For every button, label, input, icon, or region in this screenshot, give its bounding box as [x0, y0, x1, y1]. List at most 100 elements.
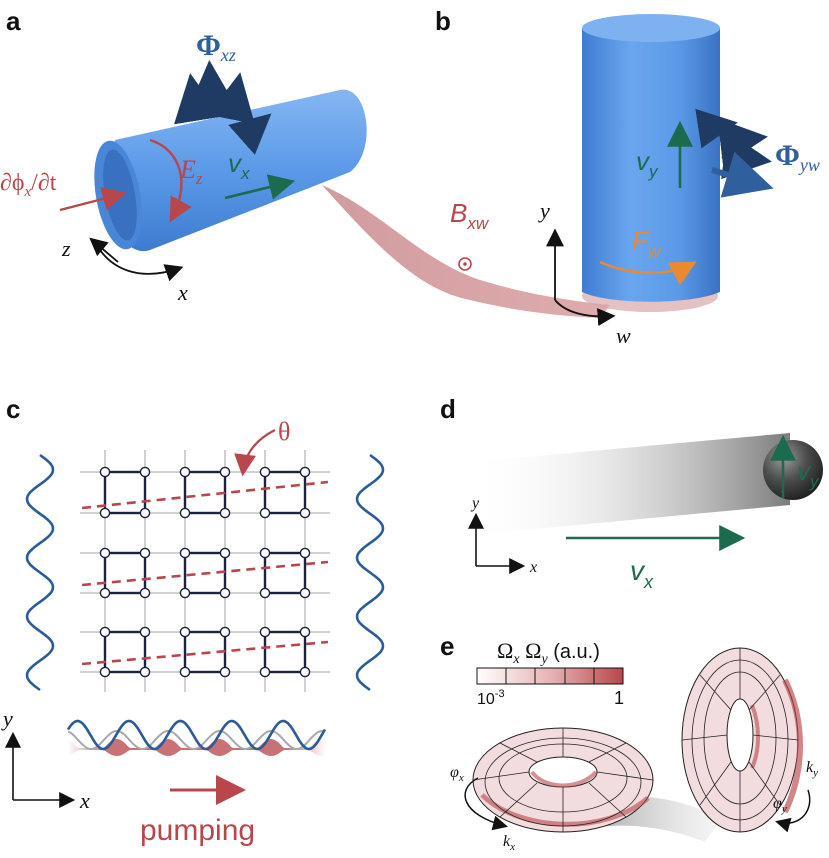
colorbar-min-label: 10-3	[477, 688, 505, 708]
panel-label-c: c	[6, 394, 20, 424]
lattice-node	[259, 587, 271, 599]
torus-ky	[681, 647, 803, 833]
connecting-ribbon	[322, 185, 610, 318]
lattice-wave-gray	[67, 729, 326, 751]
lattice-node	[99, 466, 111, 478]
phi-y-label: φy	[773, 795, 787, 815]
lattice-node	[219, 507, 231, 519]
lattice-node	[179, 547, 191, 559]
flux-yw-label: Φyw	[775, 139, 820, 175]
force-w-label: Fw	[632, 226, 662, 261]
colorbar	[476, 667, 624, 685]
cylinder-b-body	[582, 28, 720, 302]
panel-label-e: e	[440, 631, 454, 661]
k-y-label: ky	[806, 759, 818, 779]
lattice-node	[179, 626, 191, 638]
flux-change-label: ∂ϕx/∂t	[0, 170, 57, 200]
lattice-node	[139, 587, 151, 599]
velocity-y-label: vy	[636, 146, 659, 181]
colorbar-max-label: 1	[614, 688, 624, 708]
panel-d: d vy vx y x	[440, 394, 823, 592]
lattice-node	[139, 626, 151, 638]
lattice-node	[219, 666, 231, 678]
theta-label: θ	[278, 417, 290, 446]
lattice-nodes	[99, 466, 311, 678]
lattice-node	[99, 507, 111, 519]
panel-b: b vy Fw Φyw y w	[435, 6, 820, 348]
lattice-node	[219, 587, 231, 599]
tilted-potential-lines	[81, 480, 329, 666]
lattice-node	[259, 666, 271, 678]
lattice-node	[259, 547, 271, 559]
k-x-label: kx	[503, 833, 515, 853]
panel-a: a Ez vx ∂ϕx/∂t Φxz	[0, 6, 610, 318]
lattice-node	[139, 507, 151, 519]
lattice-node	[179, 587, 191, 599]
axis-z-label: z	[61, 236, 71, 261]
panel-label-b: b	[435, 6, 451, 36]
lattice-node	[219, 547, 231, 559]
flux-change-arrow	[59, 187, 127, 212]
flux-xz-label: Φxz	[196, 29, 236, 65]
motion-trail	[470, 433, 790, 535]
left-standing-wave	[25, 453, 55, 692]
b-field-out-of-plane-icon	[458, 257, 472, 271]
axis-y-label-c: y	[1, 706, 13, 731]
lattice-node	[299, 507, 311, 519]
panel-label-a: a	[6, 6, 21, 36]
lattice-node	[259, 626, 271, 638]
lattice-node	[299, 587, 311, 599]
lattice-node	[139, 547, 151, 559]
flux-xz-arrows	[173, 60, 272, 155]
torus-kx	[472, 727, 654, 833]
pumped-density	[68, 739, 325, 756]
lattice-node	[99, 547, 111, 559]
axis-x-label-a: x	[177, 280, 188, 305]
lattice-node	[219, 626, 231, 638]
axis-w-label: w	[616, 323, 631, 348]
lattice-node	[179, 507, 191, 519]
lattice-node	[299, 547, 311, 559]
b-field-dot-icon	[463, 262, 467, 266]
ball-velocity-y-label: vy	[797, 456, 820, 491]
phi-y-arrow	[775, 789, 811, 833]
lattice-node	[299, 666, 311, 678]
lattice-node	[299, 626, 311, 638]
axis-y-label-b: y	[538, 198, 550, 223]
b-field-label: Bxw	[450, 198, 490, 233]
lattice-node	[179, 466, 191, 478]
lattice-node	[259, 507, 271, 519]
lattice-node	[99, 626, 111, 638]
phi-x-arrow	[464, 777, 508, 831]
lattice-node	[219, 466, 231, 478]
theta-arrow	[234, 429, 276, 477]
e-field-arrow	[149, 138, 192, 223]
lattice-node	[299, 466, 311, 478]
panel-label-d: d	[440, 394, 456, 424]
phi-x-label: φx	[450, 764, 464, 784]
lattice-node	[99, 666, 111, 678]
ball-velocity-x-label: vx	[630, 555, 654, 592]
velocity-x-label: vx	[228, 148, 250, 183]
cylinder-b-top	[582, 14, 720, 42]
force-w-arrow	[599, 260, 697, 286]
axis-x-label-d: x	[529, 559, 537, 576]
lattice-node	[259, 466, 271, 478]
panel-c: c	[1, 394, 385, 847]
lattice-node	[139, 666, 151, 678]
lattice-node	[179, 666, 191, 678]
axis-x-label-c: x	[79, 788, 90, 813]
particle-ball	[763, 440, 823, 500]
flux-yw-arrows	[695, 108, 774, 198]
velocity-x-arrow	[224, 174, 296, 200]
lattice-node	[99, 587, 111, 599]
e-field-label: Ez	[179, 155, 203, 188]
right-standing-wave	[355, 453, 385, 692]
colorbar-title: Ωx Ωy (a.u.)	[497, 638, 600, 667]
lattice-node	[139, 466, 151, 478]
panel-e: e Ωx Ωy (a.u.) 10-3 1	[440, 631, 818, 853]
lattice-wave-blue	[66, 719, 327, 751]
axis-y-label-d: y	[470, 495, 480, 512]
pumping-label: pumping	[140, 814, 255, 847]
